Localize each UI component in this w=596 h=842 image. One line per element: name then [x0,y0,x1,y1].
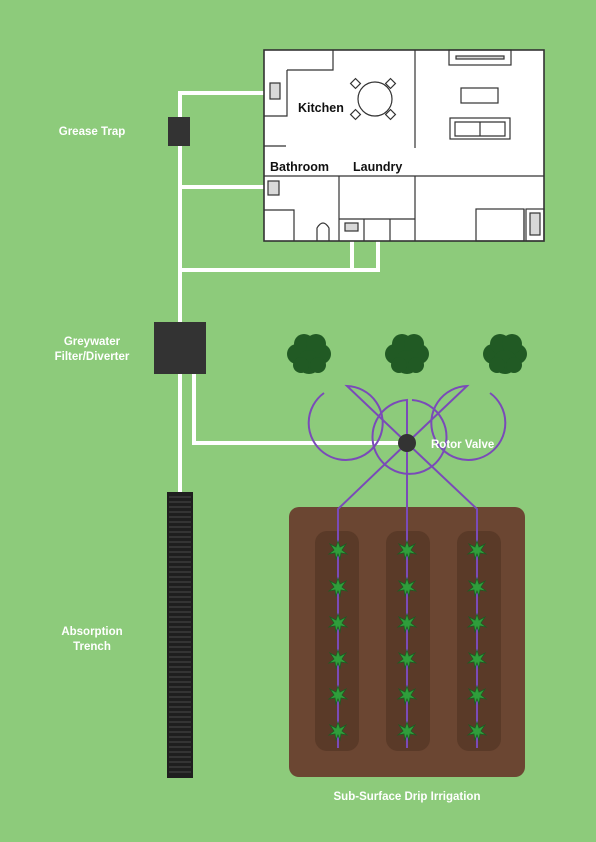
soil-row-3 [457,531,501,751]
shrub-ring-2 [371,398,448,475]
kitchen-counter-2 [264,70,288,117]
diverter-pipe [192,373,402,445]
grease-trap-label: Grease Trap [59,126,125,138]
kitchen-wall [264,145,544,177]
absorption-label-line1: Absorption [61,626,122,638]
drip-irrigation-label: Sub-Surface Drip Irrigation [334,791,481,803]
stove-icon [269,82,281,100]
greywater-label-line1: Greywater [64,336,121,348]
room-label-bathroom: Bathroom [270,160,329,174]
toilet-icon [316,222,330,241]
drip-irrigation-bed [289,507,525,777]
shrub-icon [287,334,331,374]
coffee-table [460,87,499,104]
rotor-valve [398,434,416,452]
shrub-ring-3 [406,384,507,461]
house-outline [263,49,545,242]
tv-icon [455,55,505,60]
drip-line-3 [406,442,478,748]
absorption-label-line2: Trench [73,641,111,653]
bed-icon [475,208,545,242]
kitchen-counter [287,50,334,71]
sink-icon [344,222,359,232]
grease-trap-tank [168,117,190,146]
greywater-label-line2: Filter/Diverter [55,351,130,363]
laundry-cabinets [338,176,415,241]
tv-unit [448,49,512,66]
table-icon [349,77,397,121]
sofa-icon [449,117,511,140]
shrub-ring-1 [307,384,408,461]
absorption-trench [167,492,193,778]
shrub-icon [483,334,527,374]
room-label-kitchen: Kitchen [298,101,344,115]
shrub-icon [385,334,429,374]
bathroom-vanity [264,209,295,241]
laundry-pipe [178,241,380,272]
greywater-filter-tank [154,322,206,374]
pipes [178,91,402,497]
rotor-valve-label: Rotor Valve [431,439,494,451]
room-label-laundry: Laundry [353,160,402,174]
house-floor-plan [263,49,545,242]
basin-icon [267,180,280,196]
